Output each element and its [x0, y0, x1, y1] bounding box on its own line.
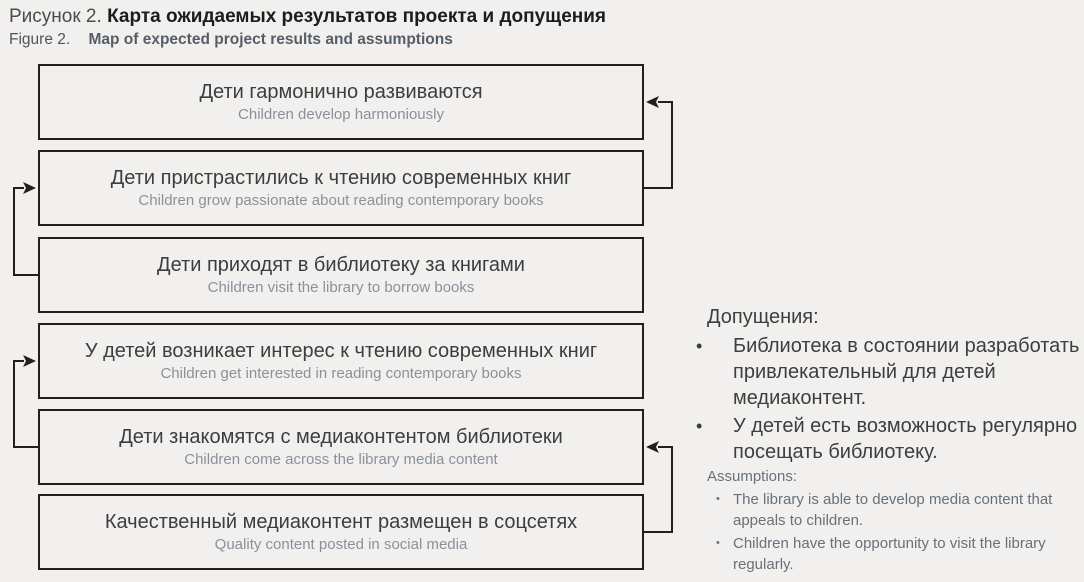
result-box-2-text-en: Children grow passionate about reading c…: [138, 192, 544, 209]
figure-heading-ru: Карта ожидаемых результатов проекта и до…: [107, 6, 607, 27]
arrowhead-left-icon: [646, 441, 659, 453]
figure-title-line-ru: Рисунок 2. Карта ожидаемых результатов п…: [9, 5, 606, 29]
figure-label-ru: Рисунок 2.: [9, 6, 102, 27]
figure-heading-en: Map of expected project results and assu…: [88, 31, 453, 48]
assumption-item-en: The library is able to develop media con…: [690, 489, 1082, 531]
result-box-3-text-ru: Дети приходят в библиотеку за книгами: [157, 254, 525, 276]
result-box-5: Дети знакомятся с медиаконтентом библиот…: [38, 409, 644, 485]
result-box-2: Дети пристрастились к чтению современных…: [38, 150, 644, 226]
result-box-6-text-ru: Качественный медиаконтент размещен в соц…: [104, 511, 578, 533]
assumptions-list-ru: Библиотека в состоянии разработать привл…: [690, 333, 1082, 465]
assumptions-block: Допущения: Библиотека в состоянии разраб…: [690, 304, 1082, 575]
assumptions-heading-ru: Допущения:: [707, 306, 819, 328]
assumptions-list-en: The library is able to develop media con…: [690, 489, 1082, 575]
result-box-1-text-ru: Дети гармонично развиваются: [199, 81, 483, 103]
result-box-4-text-ru: У детей возникает интерес к чтению совре…: [84, 340, 598, 362]
assumption-item-en: Children have the opportunity to visit t…: [690, 533, 1082, 575]
result-box-6: Качественный медиаконтент размещен в соц…: [38, 494, 644, 570]
connector-box3-to-box2: [13, 182, 38, 276]
assumption-item-ru: Библиотека в состоянии разработать привл…: [690, 333, 1082, 411]
connector-box6-to-box5: [644, 441, 673, 533]
arrowhead-right-icon: [23, 182, 36, 194]
figure-title-line-en: Figure 2. Map of expected project result…: [9, 29, 606, 50]
arrowhead-right-icon: [23, 355, 36, 367]
figure-title: Рисунок 2. Карта ожидаемых результатов п…: [9, 5, 606, 50]
assumptions-heading-en: Assumptions:: [707, 468, 798, 485]
result-box-5-text-ru: Дети знакомятся с медиаконтентом библиот…: [119, 426, 563, 448]
result-box-2-text-ru: Дети пристрастились к чтению современных…: [110, 167, 572, 189]
result-box-1-text-en: Children develop harmoniously: [238, 106, 444, 123]
connector-box5-to-box4: [13, 355, 38, 448]
arrowhead-left-icon: [646, 96, 659, 108]
result-box-5-text-en: Children come across the library media c…: [184, 451, 498, 468]
assumption-item-ru: У детей есть возможность регулярно посещ…: [690, 413, 1082, 465]
result-box-6-text-en: Quality content posted in social media: [214, 536, 468, 553]
result-box-4-text-en: Children get interested in reading conte…: [160, 365, 522, 382]
result-box-3: Дети приходят в библиотеку за книгами Ch…: [38, 237, 644, 313]
result-box-4: У детей возникает интерес к чтению совре…: [38, 323, 644, 399]
connector-box2-to-box1: [644, 96, 673, 189]
result-box-3-text-en: Children visit the library to borrow boo…: [207, 279, 475, 296]
result-box-1: Дети гармонично развиваются Children dev…: [38, 64, 644, 140]
figure-label-en: Figure 2.: [9, 31, 71, 48]
